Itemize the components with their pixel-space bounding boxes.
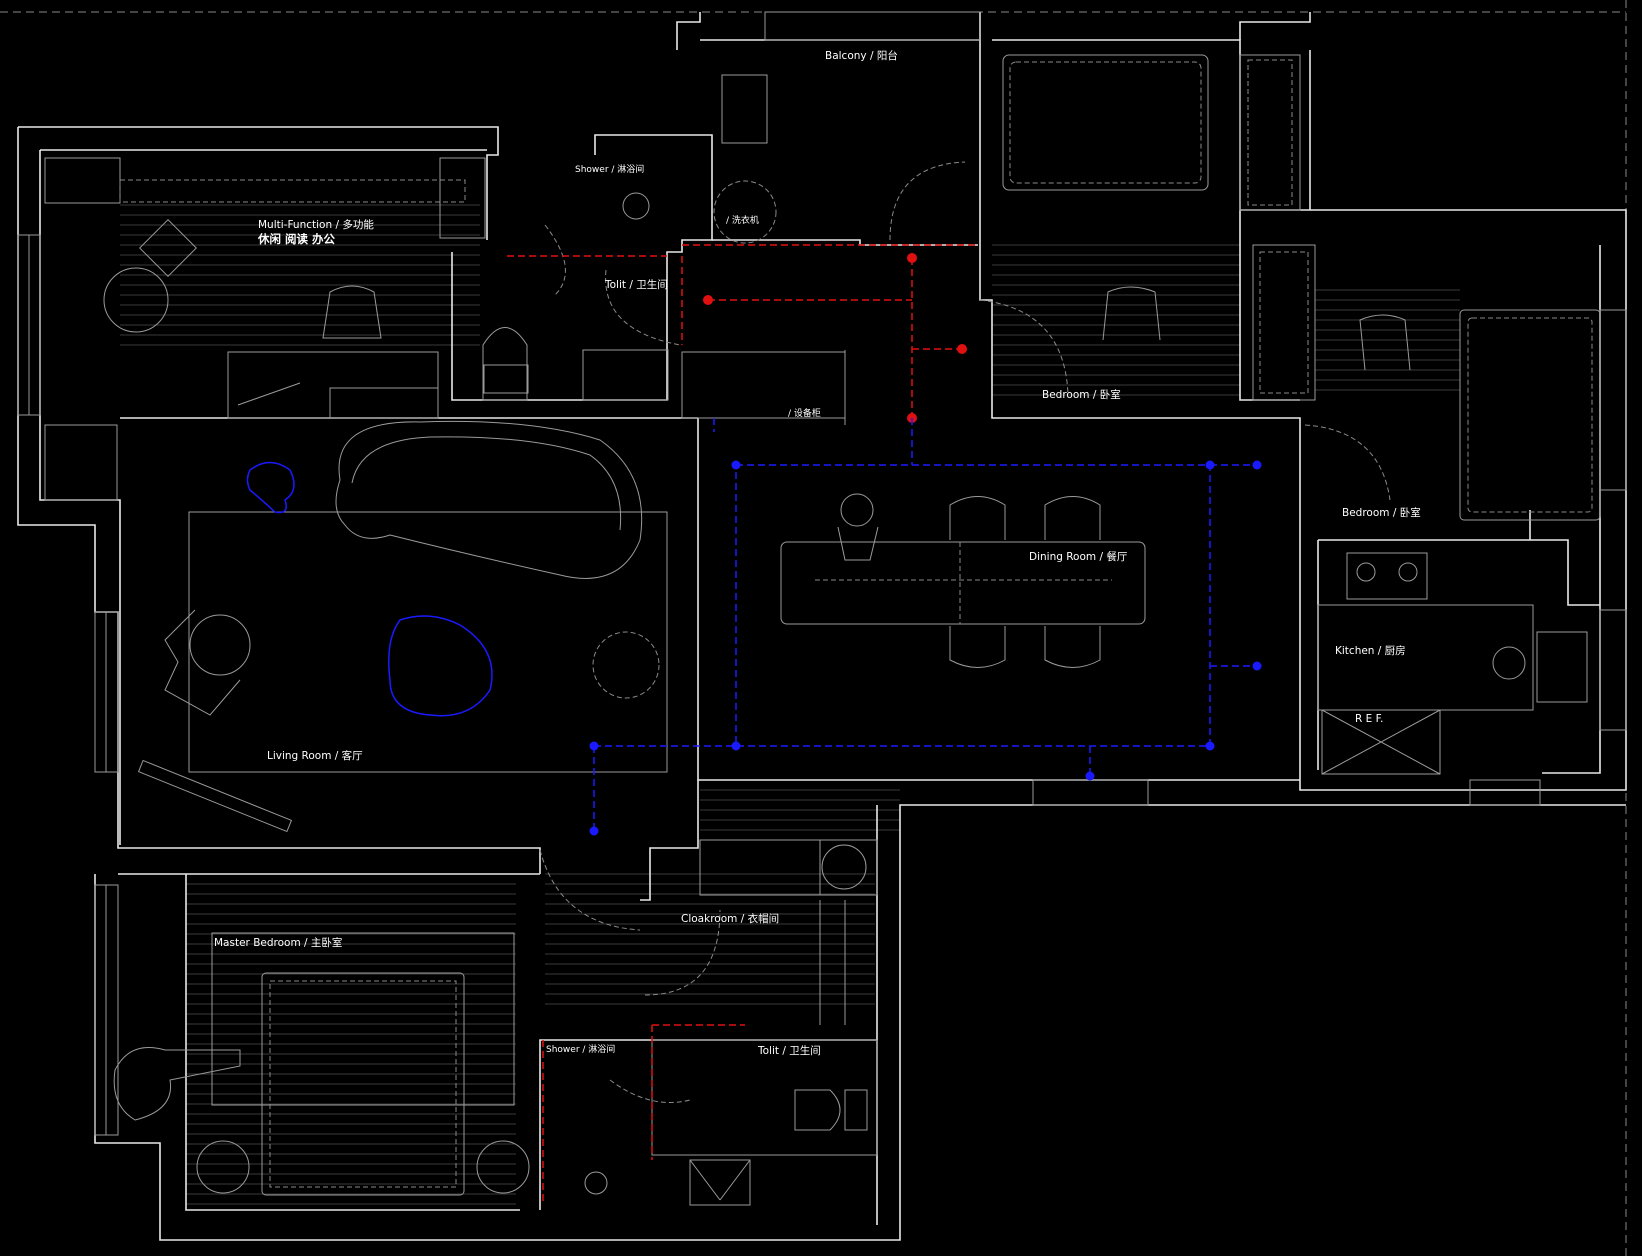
label-washer: / 洗衣机 (726, 214, 759, 226)
label-balcony: Balcony / 阳台 (825, 49, 898, 62)
blue-service-lines (589, 418, 1262, 836)
label-toilet-bottom: Tolit / 卫生间 (757, 1044, 821, 1057)
blue-node (731, 741, 741, 751)
room-labels: Balcony / 阳台 Shower / 淋浴间 / 洗衣机 Multi-Fu… (214, 49, 1421, 1057)
label-dining-room: Dining Room / 餐厅 (1029, 550, 1127, 563)
label-kitchen: Kitchen / 厨房 (1335, 644, 1406, 657)
blue-node (589, 741, 599, 751)
walls (17, 12, 1627, 1241)
label-bedroom-1: Bedroom / 卧室 (1042, 388, 1121, 401)
label-bedroom-2: Bedroom / 卧室 (1342, 506, 1421, 519)
label-toilet-top: Tolit / 卫生间 (604, 278, 668, 291)
label-equipment-cabinet: / 设备柜 (788, 407, 821, 419)
red-node (907, 253, 917, 263)
doors (539, 161, 1391, 1103)
red-service-lines (507, 244, 978, 1205)
floor-hatching (120, 204, 1460, 1205)
furniture (44, 54, 1601, 1206)
blue-node (1205, 460, 1215, 470)
blue-node (589, 826, 599, 836)
label-cloakroom: Cloakroom / 衣帽间 (681, 912, 779, 925)
red-node (957, 344, 967, 354)
label-master-bedroom: Master Bedroom / 主卧室 (214, 936, 342, 949)
blue-node (1205, 741, 1215, 751)
blue-node (731, 460, 741, 470)
label-multi-function-sub: 休闲 阅读 办公 (257, 232, 336, 246)
blue-node (1085, 771, 1095, 781)
label-refrigerator: R E F. (1355, 713, 1383, 725)
red-node (703, 295, 713, 305)
blue-node (1252, 661, 1262, 671)
label-shower-top: Shower / 淋浴间 (575, 163, 644, 175)
label-shower-bottom: Shower / 淋浴间 (546, 1043, 615, 1055)
blue-node (1252, 460, 1262, 470)
label-living-room: Living Room / 客厅 (267, 749, 363, 762)
label-multi-function: Multi-Function / 多功能 (258, 218, 374, 231)
